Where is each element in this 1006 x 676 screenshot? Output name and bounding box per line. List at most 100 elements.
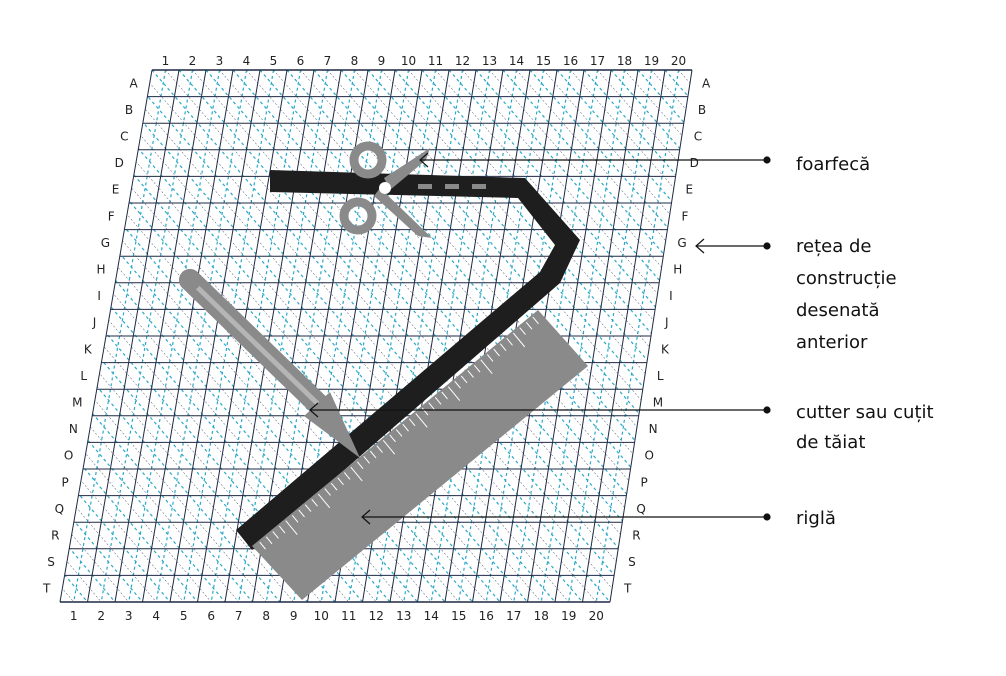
row-label-right: H	[673, 263, 682, 277]
ruler-icon	[252, 310, 588, 600]
ruler-tick	[272, 531, 279, 539]
ruler-tick	[402, 423, 409, 432]
column-label-top: 15	[536, 54, 551, 68]
row-label-left: C	[120, 130, 128, 144]
row-label-right: L	[657, 369, 664, 383]
row-label-right: C	[694, 130, 702, 144]
ruler-tick	[376, 445, 383, 453]
ruler-tick	[311, 498, 318, 507]
ruler-tick	[441, 391, 448, 400]
row-label-right: F	[681, 209, 688, 223]
ruler-tick	[363, 456, 370, 464]
row-label-right: J	[664, 316, 669, 330]
ruler-tick	[291, 515, 299, 523]
row-label-right: P	[640, 475, 647, 489]
ruler-tick	[486, 354, 494, 362]
column-label-bottom: 19	[561, 609, 576, 623]
column-label-top: 4	[243, 54, 251, 68]
column-label-bottom: 1	[70, 609, 78, 623]
hatch-line	[597, 70, 692, 602]
column-label-bottom: 5	[180, 609, 188, 623]
row-label-left: G	[101, 236, 110, 250]
ruler-tick	[369, 450, 377, 459]
callout-grid-label: rețea de construcție desenată anterior	[796, 236, 902, 353]
row-label-left: I	[97, 289, 101, 303]
row-label-right: Q	[636, 502, 645, 516]
column-label-bottom: 10	[314, 609, 329, 623]
column-label-top: 14	[509, 54, 524, 68]
column-label-top: 11	[428, 54, 443, 68]
row-label-left: O	[64, 449, 73, 463]
row-label-left: E	[112, 183, 120, 197]
hatch-line	[192, 70, 652, 602]
column-label-bottom: 15	[451, 609, 466, 623]
hatch-line	[138, 70, 597, 602]
ruler-tick	[278, 525, 286, 534]
column-label-top: 5	[270, 54, 278, 68]
ruler-tick	[337, 477, 344, 486]
column-label-top: 9	[378, 54, 386, 68]
ruler-tick	[330, 482, 338, 491]
ruler-tick	[428, 402, 435, 410]
row-label-right: M	[653, 396, 663, 410]
ruler-tick	[460, 375, 468, 384]
hatch-line	[489, 70, 692, 602]
column-label-bottom: 8	[262, 609, 270, 623]
ruler-tick	[265, 536, 273, 545]
ruler-tick	[421, 407, 429, 416]
row-label-right: K	[661, 342, 670, 356]
column-label-top: 10	[401, 54, 416, 68]
row-label-right: G	[677, 236, 686, 250]
column-label-bottom: 7	[235, 609, 243, 623]
row-label-left: S	[47, 555, 55, 569]
column-labels: 1122334455667788991010111112121313141415…	[70, 54, 686, 623]
row-label-left: N	[69, 422, 78, 436]
hatch-line	[516, 70, 692, 602]
ruler-tick	[324, 488, 331, 496]
ruler-tick	[512, 332, 526, 348]
dashed-line	[60, 70, 61, 602]
column-label-bottom: 11	[341, 609, 356, 623]
row-label-left: P	[61, 475, 68, 489]
column-label-bottom: 17	[506, 609, 521, 623]
hatch-line	[60, 70, 239, 602]
ruler-tick	[473, 364, 481, 373]
hatch-line	[300, 70, 692, 602]
row-label-right: A	[702, 76, 711, 90]
column-label-top: 2	[189, 54, 197, 68]
row-label-left: A	[129, 76, 138, 90]
column-label-top: 17	[590, 54, 605, 68]
row-label-left: F	[108, 209, 115, 223]
column-label-top: 18	[617, 54, 632, 68]
ruler-tick	[298, 509, 305, 518]
hatch-line	[60, 70, 212, 602]
hatch-line	[60, 70, 184, 602]
ruler-tick	[532, 316, 539, 325]
callout-leaders	[309, 152, 771, 525]
row-label-right: E	[686, 183, 694, 197]
column-label-bottom: 20	[589, 609, 604, 623]
hatch-line	[165, 70, 624, 602]
row-label-left: B	[125, 103, 133, 117]
column-label-top: 12	[455, 54, 470, 68]
row-label-left: Q	[55, 502, 64, 516]
ruler-ticks	[259, 316, 539, 550]
column-label-bottom: 4	[152, 609, 160, 623]
ruler-tick	[285, 520, 298, 535]
column-label-bottom: 2	[97, 609, 105, 623]
column-label-top: 8	[351, 54, 359, 68]
hatch-line	[60, 70, 267, 602]
column-label-top: 1	[162, 54, 170, 68]
ruler-tick	[467, 370, 474, 378]
row-label-right: D	[690, 156, 699, 170]
hatch-line	[60, 70, 157, 602]
column-label-top: 16	[563, 54, 578, 68]
row-label-left: H	[96, 263, 105, 277]
row-label-right: S	[628, 555, 636, 569]
hatch-line	[84, 70, 542, 602]
column-label-bottom: 9	[290, 609, 298, 623]
ruler-tick	[480, 359, 493, 375]
callout-ruler-label: riglă	[796, 508, 836, 529]
row-label-left: K	[84, 342, 93, 356]
